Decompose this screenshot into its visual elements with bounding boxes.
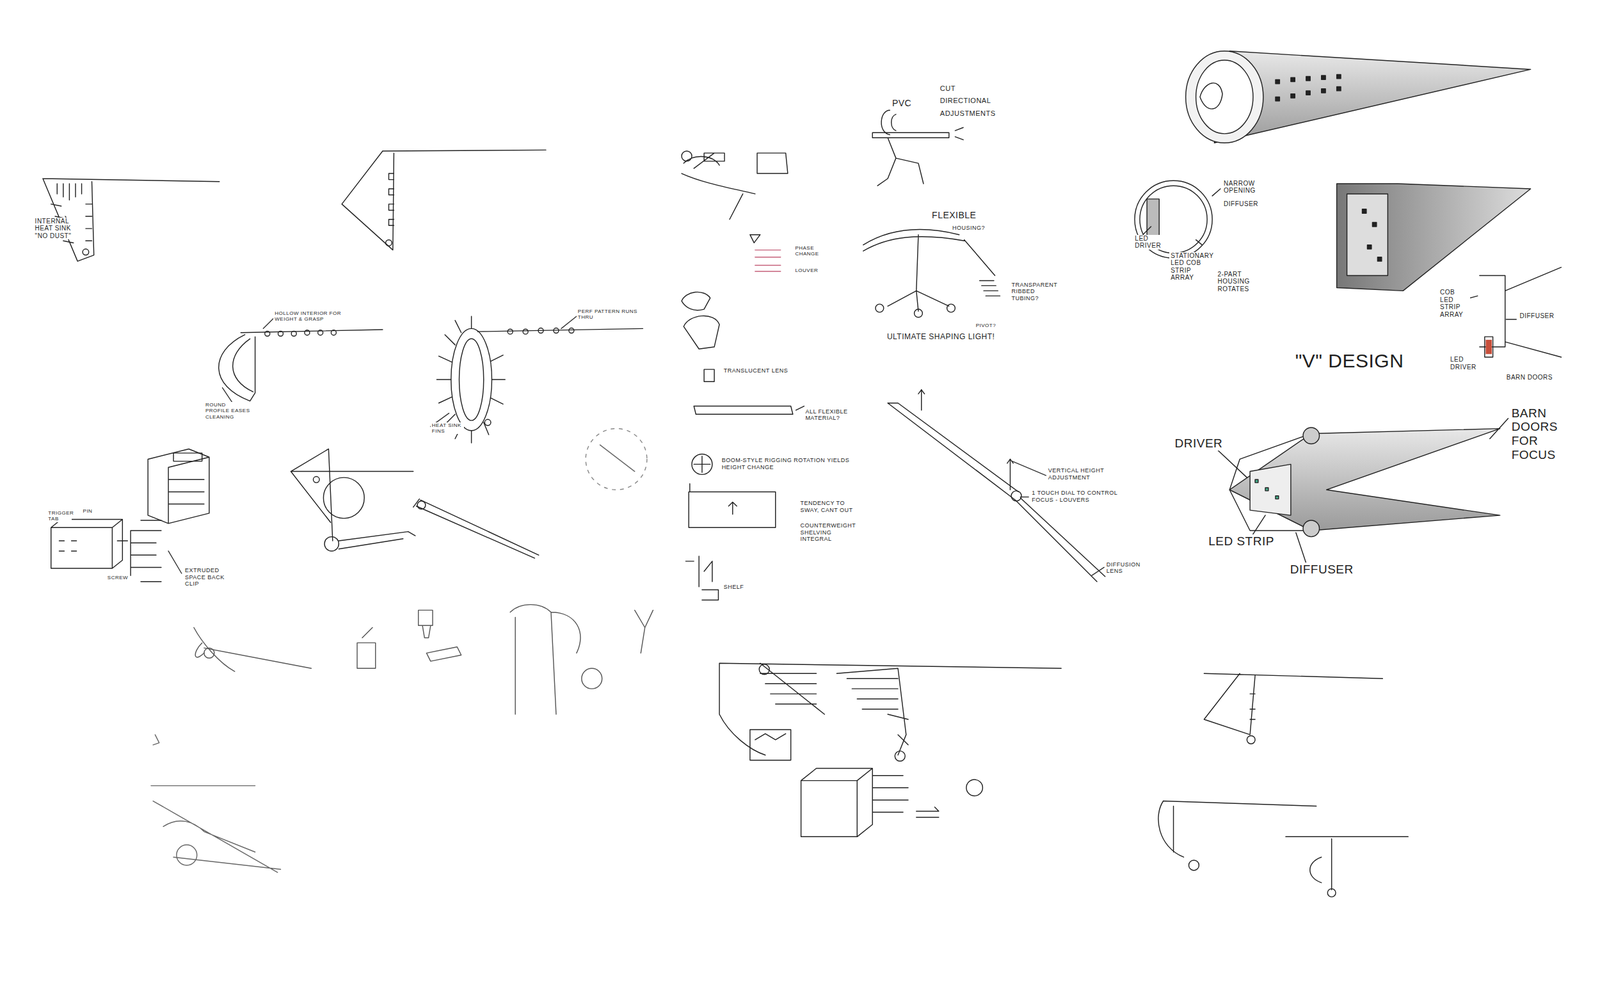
sketch-annotation: TENDENCY TO SWAY, CANT OUT xyxy=(798,499,863,514)
sketch-annotation: LOUVER xyxy=(793,267,820,274)
sketch-annotation: 1 TOUCH DIAL TO CONTROL FOCUS - LOUVERS xyxy=(1030,489,1130,504)
sketch-annotation: DIFFUSER xyxy=(1288,562,1355,577)
sketch-annotation: VERTICAL HEIGHT ADJUSTMENT xyxy=(1047,467,1122,481)
sketch-annotation: 2-PART HOUSING ROTATES xyxy=(1216,270,1269,294)
sketch-annotation: PERF PATTERN RUNS THRU xyxy=(576,308,641,320)
sketch-annotation: TRIGGER TAB xyxy=(46,510,72,522)
sketch-annotation: FLEXIBLE xyxy=(930,209,978,221)
sketch-annotation: HEAT SINK FINS xyxy=(430,422,464,434)
sketch-annotation: PIVOT? xyxy=(974,322,998,329)
sketch-annotation: LED DRIVER xyxy=(1448,355,1485,371)
sketch-annotation: BOOM-STYLE RIGGING ROTATION YIELDS HEIGH… xyxy=(720,456,861,471)
sketch-annotation: HOLLOW INTERIOR FOR WEIGHT & GRASP xyxy=(273,310,358,322)
sketch-annotation: CUT xyxy=(938,84,957,93)
sketch-annotation: TRANSPARENT RIBBED TUBING? xyxy=(1009,281,1064,302)
sketch-annotation: INTERNAL HEAT SINK "NO DUST" xyxy=(33,217,78,240)
sketch-annotation: EXTRUDED SPACE BACK CLIP xyxy=(183,567,238,587)
sketch-annotation: NARROW OPENING xyxy=(1222,179,1272,195)
sketch-annotation: DIFFUSER xyxy=(1518,312,1556,320)
sketch-annotation: DIRECTIONAL xyxy=(938,96,992,105)
sketch-annotation: COB LED STRIP ARRAY xyxy=(1438,288,1471,319)
sketch-annotation: ADJUSTMENTS xyxy=(938,109,998,118)
sketch-annotation: SHELF xyxy=(722,583,746,591)
sketch-annotation: TRANSLUCENT LENS xyxy=(722,367,790,374)
sketch-annotation: STATIONARY LED COB STRIP ARRAY xyxy=(1169,252,1213,282)
sketch-annotation: DRIVER xyxy=(1173,436,1225,451)
sketch-annotation: LED DRIVER xyxy=(1133,234,1165,250)
sketch-annotation: DIFFUSION LENS xyxy=(1105,561,1149,575)
sketch-annotation: "V" DESIGN xyxy=(1294,350,1406,373)
sketch-annotation: PIN xyxy=(81,508,95,514)
sketch-annotation: HOUSING? xyxy=(951,224,987,232)
sketch-annotation: PVC xyxy=(890,97,913,109)
sketch-annotation: LED STRIP xyxy=(1207,534,1276,549)
sketch-annotation: DIFFUSER xyxy=(1222,200,1260,208)
sketch-annotation: SCREW xyxy=(106,574,130,581)
sketch-annotation: COUNTERWEIGHT SHELVING INTEGRAL xyxy=(798,522,858,543)
sketch-annotation: BARN DOORS FOR FOCUS xyxy=(1510,406,1580,463)
sketch-annotation: ROUND PROFILE EASES CLEANING xyxy=(204,401,253,420)
sketch-annotation: BARN DOORS xyxy=(1505,373,1554,382)
sketch-annotation: ULTIMATE SHAPING LIGHT! xyxy=(885,332,996,342)
sketch-annotation: ALL FLEXIBLE MATERIAL? xyxy=(803,408,863,422)
sketch-annotation: PHASE CHANGE xyxy=(793,245,827,257)
